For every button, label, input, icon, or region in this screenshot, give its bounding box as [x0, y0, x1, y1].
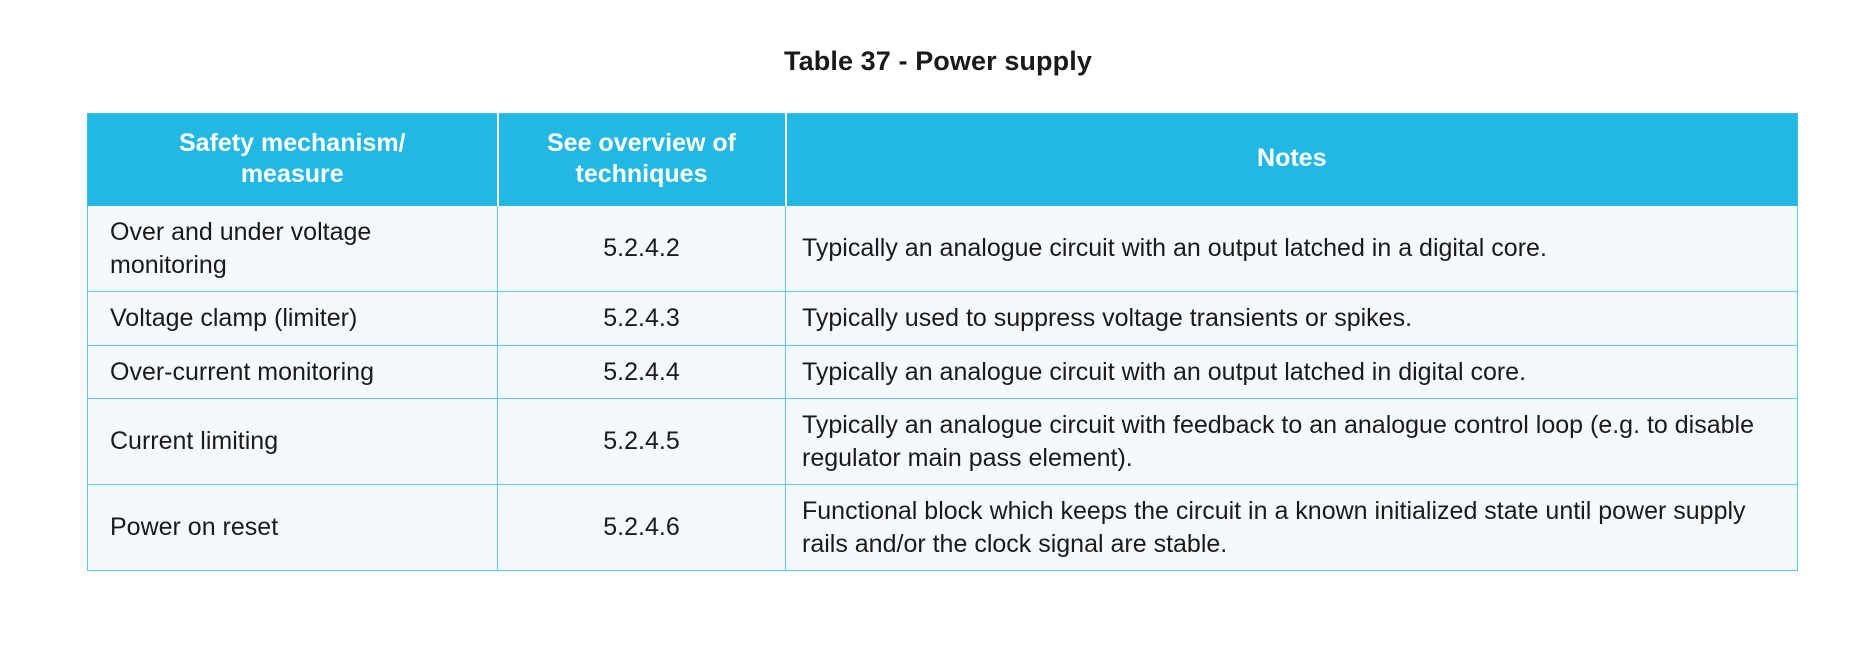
cell-notes: Typically used to suppress voltage trans… — [785, 291, 1798, 346]
cell-notes: Functional block which keeps the circuit… — [785, 484, 1798, 571]
cell-notes: Typically an analogue circuit with an ou… — [785, 205, 1798, 292]
column-header-safety-mechanism-line1: Safety mechanism/ — [179, 129, 406, 157]
power-supply-table: Safety mechanism/ measure See overview o… — [87, 113, 1798, 571]
column-header-safety-mechanism-line2: measure — [240, 159, 344, 188]
column-header-notes: Notes — [785, 113, 1798, 206]
cell-safety-mechanism: Over and under voltage monitoring — [87, 205, 498, 292]
column-header-techniques-line2: techniques — [575, 159, 708, 188]
table-row: Over-current monitoring 5.2.4.4 Typicall… — [87, 344, 1798, 399]
cell-clause-reference: 5.2.4.6 — [497, 484, 786, 571]
cell-safety-mechanism: Current limiting — [87, 398, 498, 485]
table-row: Over and under voltage monitoring 5.2.4.… — [87, 205, 1798, 292]
table-header-row: Safety mechanism/ measure See overview o… — [87, 113, 1798, 206]
cell-clause-reference: 5.2.4.5 — [497, 398, 786, 485]
cell-notes: Typically an analogue circuit with feedb… — [785, 398, 1798, 485]
cell-safety-mechanism: Over-current monitoring — [87, 344, 498, 399]
cell-safety-mechanism: Voltage clamp (limiter) — [87, 291, 498, 346]
cell-safety-mechanism: Power on reset — [87, 484, 498, 571]
column-header-techniques-line1: See overview of — [547, 129, 736, 157]
cell-clause-reference: 5.2.4.3 — [497, 291, 786, 346]
column-header-safety-mechanism: Safety mechanism/ measure — [87, 113, 499, 206]
cell-clause-reference: 5.2.4.4 — [497, 344, 786, 399]
table-caption: Table 37 - Power supply — [784, 46, 1092, 76]
column-header-see-overview-of-techniques: See overview of techniques — [497, 113, 787, 206]
table-body: Over and under voltage monitoring 5.2.4.… — [87, 205, 1798, 571]
table-row: Voltage clamp (limiter) 5.2.4.3 Typicall… — [87, 291, 1798, 346]
table-container: Safety mechanism/ measure See overview o… — [87, 113, 1798, 571]
cell-notes: Typically an analogue circuit with an ou… — [785, 344, 1798, 399]
cell-clause-reference: 5.2.4.2 — [497, 205, 786, 292]
table-header: Safety mechanism/ measure See overview o… — [87, 113, 1798, 206]
table-row: Current limiting 5.2.4.5 Typically an an… — [87, 398, 1798, 485]
table-row: Power on reset 5.2.4.6 Functional block … — [87, 484, 1798, 571]
